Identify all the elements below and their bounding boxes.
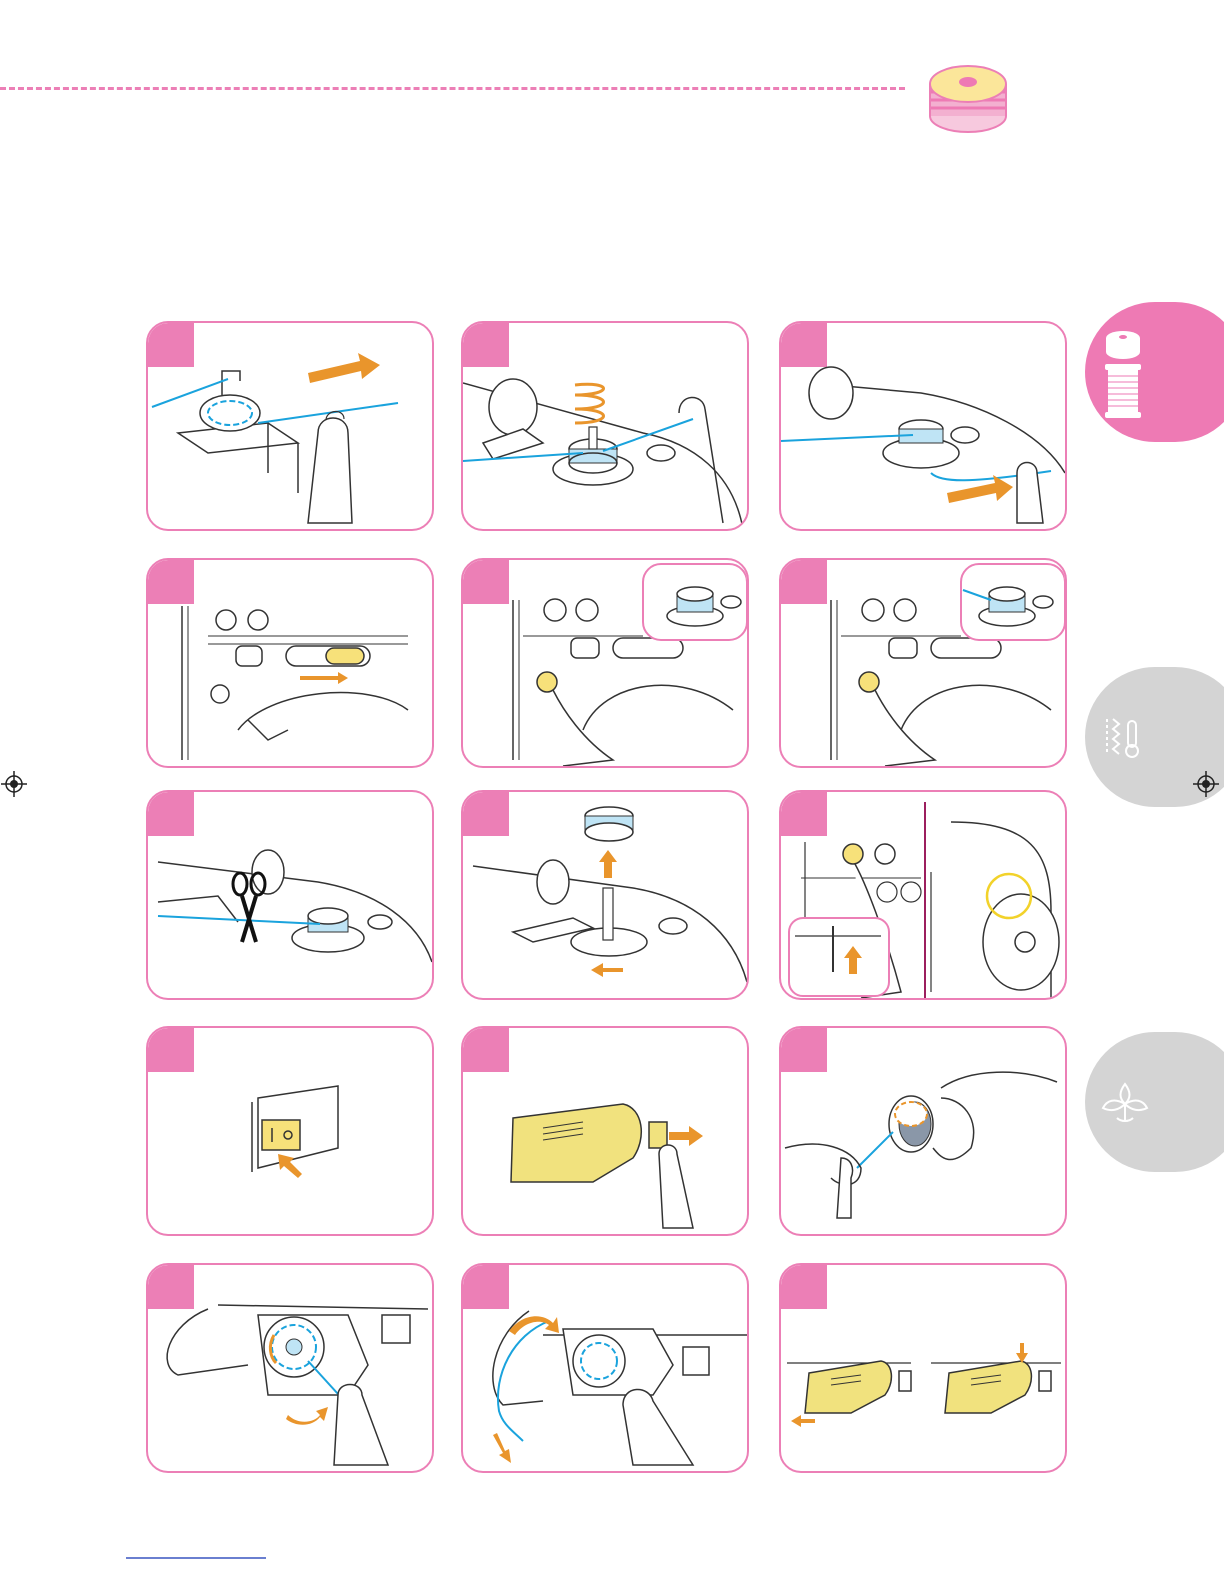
step-panel-3: pass-thread-through-bobbin-base-slit [779, 321, 1067, 531]
embroidery-flower-icon [1099, 1078, 1151, 1128]
step-panel-5: press-start-stop-button [461, 558, 749, 768]
step-panel-13: insert-bobbin-in-bobbin-case [146, 1263, 434, 1473]
step-panel-9: raise-needle-with-needle-position-button [779, 790, 1067, 1000]
start-button-illustration [463, 560, 747, 766]
power-switch-illustration [148, 1028, 432, 1234]
step-panel-12: hold-bobbin-with-thread-unwinding-left [779, 1026, 1067, 1236]
bobbin-icon [922, 56, 1014, 142]
bobbin-winder-illustration [463, 323, 747, 529]
step-panel-14: guide-thread-through-slit [461, 1263, 749, 1473]
speed-slider-illustration [148, 560, 432, 766]
registration-mark-icon [1193, 771, 1219, 797]
stop-button-illustration [781, 560, 1065, 766]
bobbin-and-thread-spool-icon [1101, 324, 1145, 420]
remove-bobbin-illustration [463, 792, 747, 998]
footer-rule [126, 1557, 266, 1559]
bobbin-cover-latch-illustration [463, 1028, 747, 1234]
side-tab-bobbin[interactable] [1085, 302, 1224, 442]
step-panel-11: slide-bobbin-cover-latch-right [461, 1026, 749, 1236]
cut-thread-illustration [148, 792, 432, 998]
registration-mark-icon [1, 771, 27, 797]
step-panel-2: wind-thread-around-bobbin-on-spindle [461, 321, 749, 531]
stitch-and-thermometer-icon [1101, 715, 1145, 759]
step-panel-6: press-start-stop-button-to-stop [779, 558, 1067, 768]
side-tab-embroidery[interactable] [1085, 1032, 1224, 1172]
step-panel-10: turn-off-main-power-switch [146, 1026, 434, 1236]
step-panel-15: reattach-bobbin-cover [779, 1263, 1067, 1473]
insert-bobbin-illustration [148, 1265, 432, 1471]
pretension-disc-illustration [148, 323, 432, 529]
reattach-cover-illustration [781, 1265, 1065, 1471]
step-panel-1: thread-around-pretension-disc [146, 321, 434, 531]
hold-bobbin-illustration [781, 1028, 1065, 1234]
step-panel-4: slide-speed-control-to-right [146, 558, 434, 768]
needle-position-illustration [781, 792, 1065, 998]
step-panel-7: cut-thread-with-scissors [146, 790, 434, 1000]
header-dotted-rule [0, 87, 905, 90]
guide-thread-illustration [463, 1265, 747, 1471]
bobbin-slit-illustration [781, 323, 1065, 529]
step-panel-8: remove-bobbin-from-spindle [461, 790, 749, 1000]
